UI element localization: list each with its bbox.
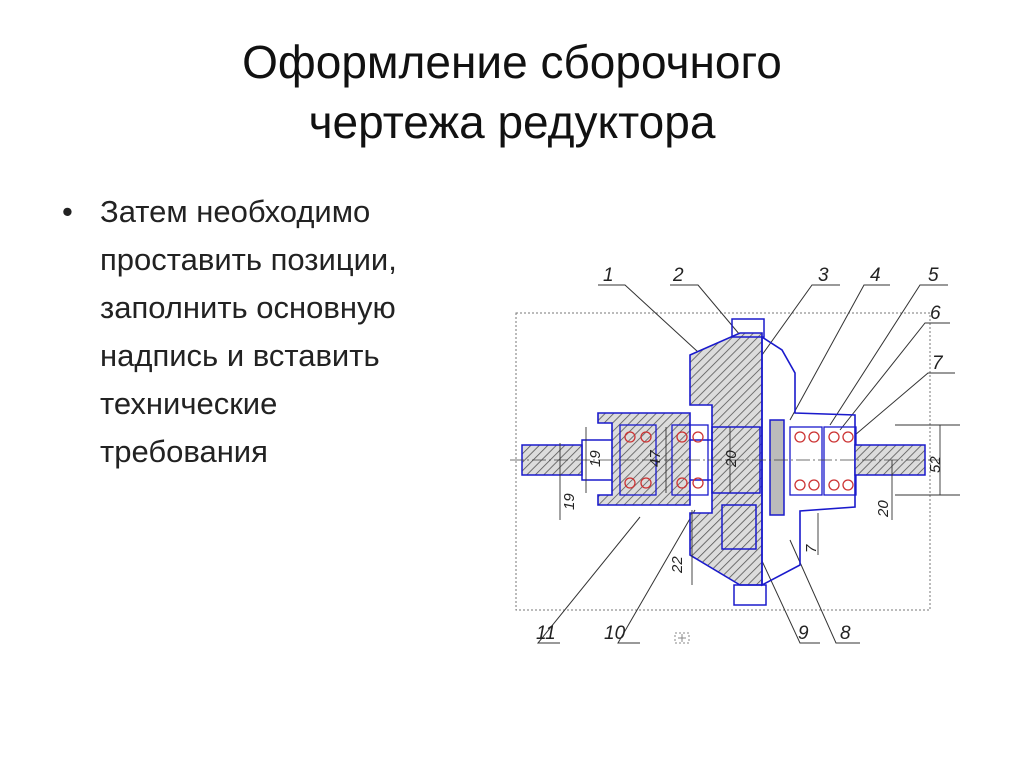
bullet-marker: • — [62, 194, 73, 229]
dim-47: 47 — [647, 450, 664, 467]
bearings-right — [789, 426, 857, 496]
dim-7: 7 — [803, 544, 820, 553]
position-3: 3 — [818, 265, 829, 286]
bullet-text: Затем необходимо проставить позиции, зап… — [100, 188, 500, 476]
cursor-mark-icon — [674, 632, 690, 644]
gearbox-assembly-drawing: 1 2 3 4 5 6 7 8 9 10 11 — [510, 265, 960, 644]
bearing-cover-left — [597, 412, 691, 506]
title-line-2: чертежа редуктора — [308, 96, 716, 148]
dim-22: 22 — [669, 556, 686, 574]
bullet-line-2: проставить позиции, — [100, 242, 397, 277]
lower-gear — [721, 504, 757, 550]
dim-19-inner: 19 — [587, 450, 604, 467]
dimension-values: 19 47 20 19 22 7 20 52 — [561, 450, 944, 574]
position-2: 2 — [672, 265, 684, 286]
bullet-line-1: Затем необходимо — [100, 194, 371, 229]
position-1: 1 — [603, 265, 614, 286]
title-line-1: Оформление сборочного — [242, 36, 782, 88]
sheet-frame — [515, 312, 931, 611]
position-10: 10 — [604, 623, 626, 644]
position-6: 6 — [930, 303, 941, 324]
gear-wheel — [769, 419, 785, 516]
position-8: 8 — [840, 623, 851, 644]
dim-19-left: 19 — [561, 493, 578, 510]
dim-20-right: 20 — [875, 500, 892, 518]
position-labels: 1 2 3 4 5 6 7 8 9 10 11 — [536, 265, 944, 644]
position-7: 7 — [932, 353, 944, 374]
bolt-bottom — [733, 584, 767, 606]
bullet-line-4: надпись и вставить — [100, 338, 380, 373]
position-5: 5 — [928, 265, 939, 286]
bullet-line-6: требования — [100, 434, 268, 469]
bullet-line-3: заполнить основную — [100, 290, 396, 325]
dimension-lines — [559, 424, 960, 585]
slide-title: Оформление сборочного чертежа редуктора — [0, 32, 1024, 152]
leader-lines — [536, 284, 955, 644]
bullet-line-5: технические — [100, 386, 278, 421]
dim-52: 52 — [927, 456, 944, 473]
bolt-top — [731, 318, 765, 338]
position-9: 9 — [798, 623, 809, 644]
position-4: 4 — [870, 265, 881, 286]
dim-20-shaft: 20 — [723, 450, 740, 468]
position-11: 11 — [536, 623, 556, 644]
housing-body — [689, 332, 763, 586]
